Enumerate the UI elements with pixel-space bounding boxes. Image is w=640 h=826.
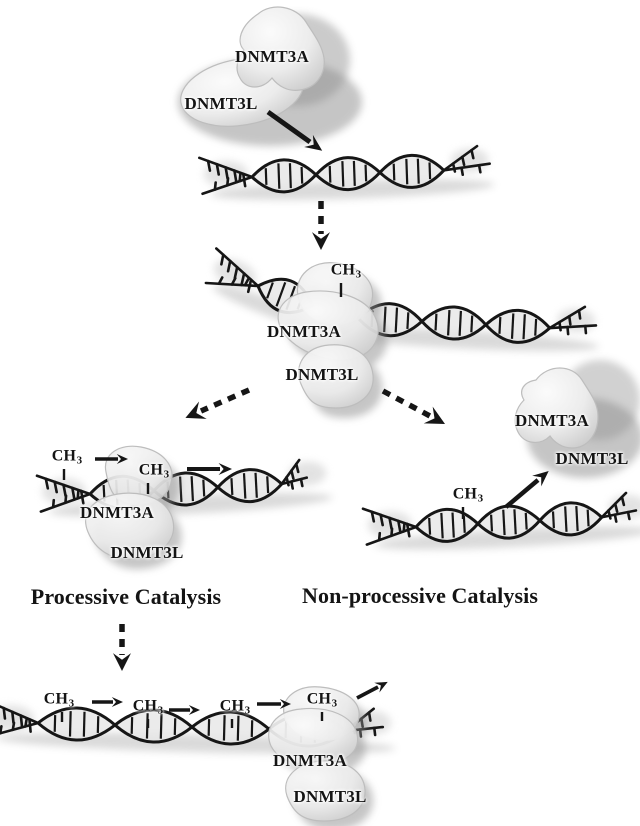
title-nonprocessive: Non-processive Catalysis	[301, 583, 539, 608]
arrow-methyl-proc-2	[187, 463, 232, 475]
arrow-branch-nonprocessive	[381, 388, 446, 424]
arrow-continues-final	[356, 681, 388, 700]
arrow-methyl-final-3	[257, 699, 291, 709]
label-ch3-proc-2: CH3	[139, 462, 170, 481]
label-dnmt3l-final: DNMT3L	[293, 787, 367, 806]
ch3-subscript: 3	[477, 492, 484, 505]
title-processive: Processive Catalysis	[30, 584, 222, 609]
arrow-methyl-final-2	[169, 705, 200, 715]
ch3-base: CH	[452, 485, 478, 503]
arrow-step-2	[113, 624, 131, 671]
dna-frayed-end-right	[548, 305, 598, 336]
dna-frayed-end-right	[600, 491, 638, 523]
ch3-subscript: 3	[244, 704, 251, 717]
dna-frayed-end-left	[197, 156, 254, 196]
label-ch3-nonproc: CH3	[453, 486, 484, 505]
label-dnmt3l-proc: DNMT3L	[110, 543, 184, 562]
ch3-base: CH	[51, 447, 77, 465]
ch3-base: CH	[330, 261, 356, 279]
label-dnmt3a-released: DNMT3A	[515, 411, 589, 430]
label-ch3-final-1: CH3	[44, 691, 75, 710]
label-ch3-final-2: CH3	[133, 698, 164, 717]
dna-nonprocessive	[361, 491, 640, 550]
ch3-base: CH	[43, 690, 69, 708]
released-enzyme	[514, 360, 640, 478]
dna-frayed-end-left	[204, 247, 260, 294]
label-ch3-final-4: CH3	[307, 691, 338, 710]
protein-complex-processive	[85, 445, 182, 570]
ch3-subscript: 3	[331, 697, 338, 710]
dna-frayed-end-left	[361, 507, 418, 546]
arrow-step-1	[312, 201, 330, 250]
label-dnmt3a-free: DNMT3A	[235, 47, 309, 66]
label-dnmt3l-released: DNMT3L	[555, 449, 629, 468]
ch3-base: CH	[306, 690, 332, 708]
arrow-enzyme-binds-dna	[266, 109, 323, 151]
arrow-branch-processive	[185, 387, 251, 419]
dna-frayed-end-right	[442, 144, 491, 177]
arrow-methyl-proc-1	[95, 454, 128, 464]
ch3-subscript: 3	[68, 697, 75, 710]
stage-free-enzyme	[178, 6, 362, 146]
label-ch3-bound: CH3	[331, 262, 362, 281]
arrow-methyl-final-1	[92, 697, 123, 707]
ch3-subscript: 3	[355, 268, 362, 281]
protein-complex-final	[268, 686, 374, 826]
protein-complex-bound	[277, 262, 388, 418]
ch3-base: CH	[138, 461, 164, 479]
label-ch3-final-3: CH3	[220, 698, 251, 717]
arrow-enzyme-released	[504, 470, 549, 509]
dna-frayed-end-left	[35, 474, 92, 513]
label-dnmt3a-final: DNMT3A	[273, 751, 347, 770]
label-ch3-proc-1: CH3	[52, 448, 83, 467]
dna-frayed-end-left	[0, 699, 40, 738]
ch3-base: CH	[219, 697, 245, 715]
ch3-subscript: 3	[76, 454, 83, 467]
dna-unmethylated	[197, 144, 495, 200]
label-dnmt3a-bound: DNMT3A	[267, 322, 341, 341]
label-dnmt3l-free: DNMT3L	[184, 94, 258, 113]
dna-frayed-end-right	[280, 458, 309, 490]
ch3-base: CH	[132, 697, 158, 715]
label-dnmt3a-proc: DNMT3A	[80, 503, 154, 522]
ch3-subscript: 3	[163, 468, 170, 481]
ch3-subscript: 3	[157, 704, 164, 717]
label-dnmt3l-bound: DNMT3L	[285, 365, 359, 384]
